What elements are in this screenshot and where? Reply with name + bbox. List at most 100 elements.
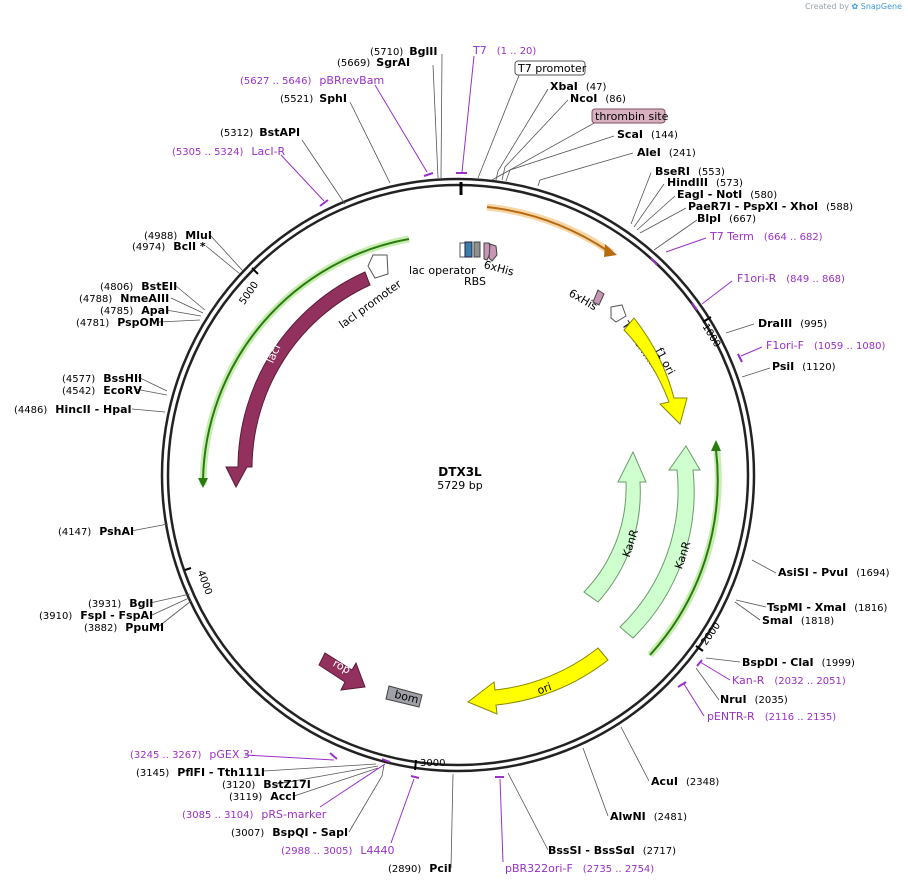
ori-feature <box>467 647 609 715</box>
kanr-region-arc-head <box>711 440 721 451</box>
laci-region-arc <box>202 238 410 481</box>
thrombin-site-boxed-label: thrombin site <box>591 108 669 124</box>
tick-3000: 3000 <box>414 758 445 771</box>
enzyme-labels: (5710)BglII (5669)SgrAI (5521)SphI (5312… <box>14 45 890 875</box>
enzyme-bsshii: (4577)BssHII <box>62 372 142 385</box>
primer-f1ori-r: F1ori-R(849 .. 868) <box>737 272 845 285</box>
laci-feature <box>225 271 371 489</box>
enzyme-bsteii: (4806)BstEII <box>100 280 177 293</box>
enzyme-hincii-hpai: (4486)HincII - HpaI <box>14 403 132 416</box>
enzyme-ppumi: (3882)PpuMI <box>84 621 164 634</box>
plasmid-size: 5729 bp <box>437 479 482 492</box>
snapgene-logo: ✿ <box>851 2 859 11</box>
enzyme-paer7i-pspxi-xhoi: PaeR7I - PspXI - XhoI(588) <box>688 200 853 213</box>
primer-pgex-3: (3245 .. 3267)pGEX 3' <box>130 748 253 761</box>
primer-labels: T7(1 .. 20) (5627 .. 5646)pBRrevBam (530… <box>130 44 885 875</box>
enzyme-bseri: BseRI(553) <box>655 165 725 178</box>
thrombin-site-text: thrombin site <box>595 110 669 123</box>
enzyme-bspdi-clai: BspDI - ClaI(1999) <box>742 656 855 669</box>
his-tag-3-label: 6xHis <box>567 287 600 314</box>
laci-promoter-arrow <box>367 254 389 279</box>
enzyme-psii: PsiI(1120) <box>772 360 836 373</box>
enzyme-leader-lines <box>130 53 777 869</box>
enzyme-bcli: (4974)BclI * <box>132 240 206 253</box>
enzyme-asisi-pvui: AsiSI - PvuI(1694) <box>778 566 890 579</box>
t7-promoter-boxed-label: T7 promoter <box>514 60 587 76</box>
thrombin-site-leader <box>491 121 597 181</box>
ori-label: ori <box>535 680 553 697</box>
primer-t7-term: T7 Term(664 .. 682) <box>709 230 823 243</box>
primer-leader-lines <box>244 55 763 863</box>
rbs-feature <box>473 241 481 258</box>
primer-pentr-r: pENTR-R(2116 .. 2135) <box>707 710 836 723</box>
kanr-feature-inner <box>583 450 647 603</box>
enzyme-pcii: (2890)PciI <box>388 862 452 875</box>
enzyme-ncoi: NcoI(86) <box>570 92 626 105</box>
enzyme-bglii: (5710)BglII <box>370 45 437 58</box>
bom-feature <box>385 685 423 708</box>
kanr-feature-outer <box>619 445 701 639</box>
t7-promoter-leader <box>477 72 521 179</box>
enzyme-blpi: BlpI(667) <box>697 212 756 225</box>
enzyme-bsssi-bsssai: BssSI - BssSαI(2717) <box>548 844 676 857</box>
lac-operator-feature <box>464 241 473 258</box>
t7-promoter-text: T7 promoter <box>517 62 587 75</box>
enzyme-bgli: (3931)BglI <box>88 597 153 610</box>
enzyme-bstz17i: (3120)BstZ17I <box>222 778 311 791</box>
snapgene-watermark: Created by ✿ SnapGene <box>805 2 902 11</box>
tick-label-2000: 2000 <box>700 621 724 648</box>
lac-operator-label: lac operator <box>409 264 476 277</box>
enzyme-pspomi: (4781)PspOMI <box>76 316 164 329</box>
enzyme-smai: SmaI(1818) <box>762 614 834 627</box>
primer-t7: T7(1 .. 20) <box>472 44 536 57</box>
enzyme-nmeaiii: (4788)NmeAIII <box>79 292 169 305</box>
enzyme-apai: (4785)ApaI <box>100 304 169 317</box>
rop-feature <box>318 652 366 691</box>
t7-expression-arc <box>486 206 609 252</box>
enzyme-fspi-fspai: (3910)FspI - FspAI <box>39 609 153 622</box>
t7-expression-arc-head <box>604 244 617 257</box>
t7-terminator-arrow <box>610 304 627 323</box>
t7-expression-arc-glow <box>486 203 614 256</box>
enzyme-alei: AleI(241) <box>637 146 696 159</box>
watermark-brand: SnapGene <box>860 2 902 11</box>
enzyme-nrui: NruI(2035) <box>720 693 788 706</box>
enzyme-alwni: AlwNI(2481) <box>610 810 687 823</box>
primer-l4440: (2988 .. 3005)L4440 <box>281 844 395 857</box>
primer-f1ori-f: F1ori-F(1059 .. 1080) <box>766 339 885 352</box>
primer-pbrrevbam: (5627 .. 5646)pBRrevBam <box>240 74 384 87</box>
enzyme-acci: (3119)AccI <box>229 790 296 803</box>
enzyme-sphi: (5521)SphI <box>280 92 347 105</box>
enzyme-scai: ScaI(144) <box>617 128 678 141</box>
primer-laci-r: (5305 .. 5324)LacI-R <box>172 145 286 158</box>
enzyme-mlui: (4988)MluI <box>144 229 212 242</box>
his-tag-2-feature <box>488 243 498 262</box>
watermark-prefix: Created by <box>804 2 849 11</box>
primer-prs-marker: (3085 .. 3104)pRS-marker <box>182 808 327 821</box>
enzyme-acui: AcuI(2348) <box>651 775 719 788</box>
primer-pbr322ori-f: pBR322ori-F(2735 .. 2754) <box>505 862 654 875</box>
primer-kan-r: Kan-R(2032 .. 2051) <box>732 674 846 687</box>
enzyme-bspqi-sapi: (3007)BspQI - SapI <box>231 826 348 839</box>
kanr-region-arc <box>649 449 719 656</box>
enzyme-xbai: XbaI(47) <box>550 80 607 93</box>
his-tag-label: 6xHis <box>482 258 515 279</box>
f1-ori-feature <box>623 317 688 425</box>
laci-region-arc-head <box>198 478 208 488</box>
tick-label-3000: 3000 <box>420 758 445 769</box>
backbone-outer-ring <box>160 177 756 773</box>
enzyme-ecorv: (4542)EcoRV <box>62 384 142 397</box>
tick-label-4000: 4000 <box>195 569 214 597</box>
rbs-label: RBS <box>464 275 486 288</box>
enzyme-hindiii: HindIII(573) <box>667 176 743 189</box>
enzyme-pshai: (4147)PshAI <box>58 525 134 538</box>
enzyme-tspmi-xmai: TspMI - XmaI(1816) <box>767 601 888 614</box>
enzyme-eagi-noti: EagI - NotI(580) <box>677 188 777 201</box>
backbone-inner-ring <box>166 183 750 767</box>
his-tag-3-feature <box>592 289 605 306</box>
plasmid-name: DTX3L <box>438 465 482 479</box>
enzyme-bstapi: (5312)BstAPI <box>220 126 300 139</box>
bom-label: bom <box>393 688 420 707</box>
enzyme-draiii: DraIII(995) <box>758 317 827 330</box>
